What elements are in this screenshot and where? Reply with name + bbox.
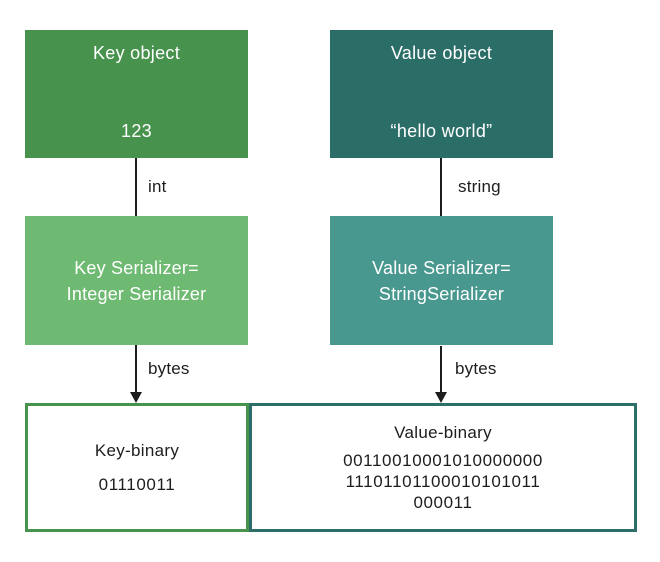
key-bytes-arrowhead-icon — [130, 392, 142, 403]
value-binary-title: Value-binary — [394, 422, 492, 442]
value-binary-line-1: 00110010001010000000 — [343, 450, 543, 470]
key-serializer-line2: Integer Serializer — [66, 283, 207, 304]
key-binary-value: 01110011 — [98, 474, 176, 494]
value-object-title: Value object — [390, 43, 493, 63]
value-binary-line-2: 11101101100010101011 — [345, 471, 541, 491]
key-type-label: int — [148, 177, 167, 196]
key-serializer-line1: Key Serializer= — [74, 257, 199, 278]
key-binary-title: Key-binary — [94, 440, 180, 460]
key-object-title: Key object — [92, 43, 181, 63]
value-object-value: “hello world” — [390, 121, 493, 141]
value-bytes-label: bytes — [455, 359, 497, 378]
value-binary-line-3: 000011 — [413, 492, 473, 512]
key-bytes-arrow-line — [135, 345, 137, 393]
key-serializer-box: Key Serializer= Integer Serializer — [25, 216, 248, 345]
value-serializer-box: Value Serializer= StringSerializer — [330, 216, 553, 345]
value-binary-box: Value-binary 00110010001010000000 111011… — [249, 403, 637, 532]
value-bytes-arrow-line — [440, 346, 442, 393]
value-type-label: string — [458, 177, 501, 196]
key-object-value: 123 — [121, 121, 152, 141]
key-binary-box: Key-binary 01110011 — [25, 403, 249, 532]
key-bytes-label: bytes — [148, 359, 190, 378]
value-object-box: Value object “hello world” — [330, 30, 553, 158]
value-type-connector-line — [440, 158, 442, 216]
value-serializer-line1: Value Serializer= — [372, 257, 511, 278]
value-serializer-line2: StringSerializer — [378, 283, 505, 304]
value-bytes-arrowhead-icon — [435, 392, 447, 403]
key-type-connector-line — [135, 158, 137, 216]
key-object-box: Key object 123 — [25, 30, 248, 158]
